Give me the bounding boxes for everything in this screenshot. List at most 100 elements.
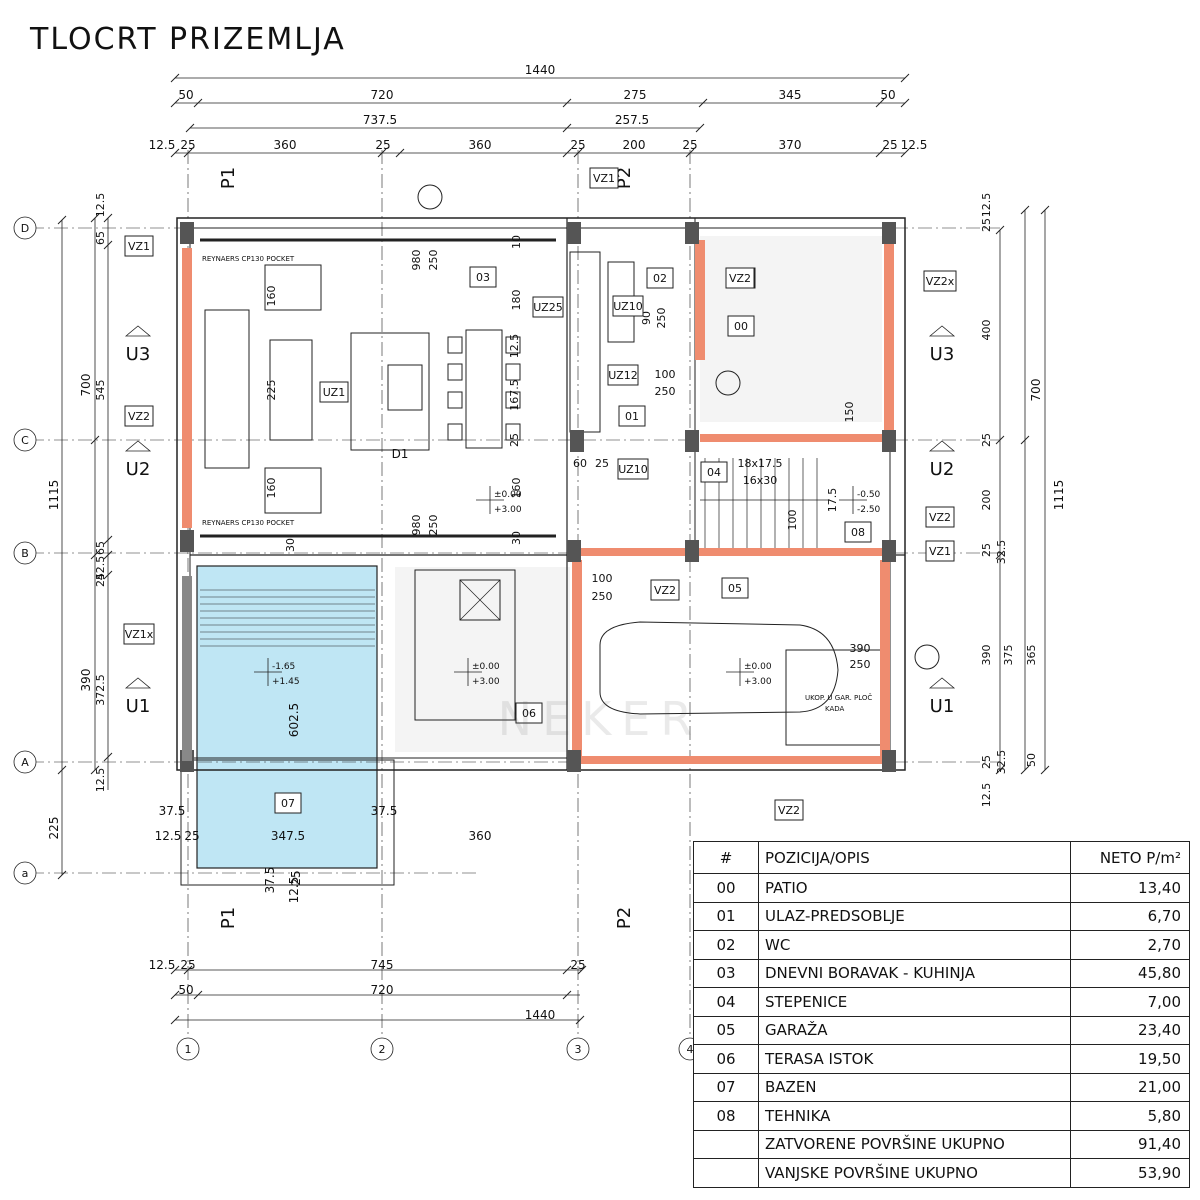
window-tag: VZ2 [654, 584, 676, 597]
dining-chair [447, 391, 463, 409]
room-tag: 02 [653, 272, 667, 285]
plan-label: 720 [371, 88, 394, 102]
armchair-top [264, 264, 322, 311]
plan-label: 25 [980, 433, 993, 447]
room-tag-box [515, 702, 543, 724]
car-outline [599, 621, 839, 715]
column [567, 750, 581, 772]
window-tag-box [123, 623, 155, 645]
row-net-area: 5,80 [1070, 1101, 1190, 1131]
dimension-tick [577, 965, 587, 975]
wardrobe [569, 251, 601, 433]
dimension-tick [685, 148, 695, 158]
grid-bubble [370, 1037, 394, 1061]
plan-label: 347.5 [271, 829, 305, 843]
section-marker: U2 [126, 459, 151, 480]
window-tag-box [532, 296, 564, 318]
plan-label: 737.5 [363, 113, 397, 127]
plan-label: 50 [1025, 753, 1038, 767]
plan-label: 250 [427, 515, 440, 536]
pool-edge [196, 565, 378, 869]
plan-label: 60 [573, 457, 587, 470]
wall-segment [700, 434, 890, 442]
row-net-area: 19,50 [1070, 1044, 1190, 1074]
window-tag: VZ1 [593, 172, 615, 185]
row-description: TEHNIKA [758, 1101, 1071, 1131]
room-tag: 05 [728, 582, 742, 595]
plan-label: 32.5 [995, 750, 1008, 775]
dimension-tick [1040, 765, 1050, 775]
room-tag: 00 [734, 320, 748, 333]
walls-layer [180, 222, 896, 772]
plan-label: 257.5 [615, 113, 649, 127]
section-marker: P1 [218, 167, 239, 189]
plan-label: 365 [1025, 645, 1038, 666]
plan-label: 18x17.5 [738, 457, 783, 470]
level-value: -1.65 [272, 662, 295, 672]
column [882, 750, 896, 772]
pocket-door-label: REYNAERS CP130 POCKET [202, 255, 295, 263]
section-arrow [928, 440, 956, 452]
row-description: TERASA ISTOK [758, 1044, 1071, 1074]
window-tag-box [925, 506, 955, 528]
plan-label: 25 [375, 138, 390, 152]
column [180, 222, 194, 244]
dimension-tick [573, 148, 583, 158]
grid-row-label: D [21, 222, 29, 235]
pool-water [197, 566, 377, 868]
fills-layer [197, 236, 882, 868]
plan-label: 225 [265, 380, 278, 401]
plan-label: 37.5 [371, 804, 398, 818]
row-number: 04 [693, 987, 759, 1017]
cooktop [387, 364, 423, 411]
window-tag-box [124, 405, 154, 427]
grid-bubble [13, 216, 37, 240]
wall-segment [580, 756, 890, 764]
dimension-tick [103, 570, 113, 580]
column [882, 222, 896, 244]
level-value: -2.50 [857, 505, 881, 515]
section-arrow [928, 325, 956, 337]
room-tag-box [646, 267, 674, 289]
section-marker: U3 [126, 344, 151, 365]
dimension-tick [103, 535, 113, 545]
grid-row-label: a [22, 867, 29, 880]
section-arrow [124, 440, 152, 452]
drain-symbol [914, 644, 940, 670]
dimension-tick [395, 148, 405, 158]
plan-label: 25 [980, 543, 993, 557]
plan-label: 12.5 [94, 768, 107, 793]
grid-bubble [13, 541, 37, 565]
dimension-tick [103, 752, 113, 762]
row-number: 02 [693, 930, 759, 960]
level-value: ±0.00 [472, 662, 500, 672]
window-tag-box [319, 381, 349, 403]
plan-label: 42.5 [94, 556, 107, 581]
dimension-tick [90, 765, 100, 775]
plan-label: 150 [843, 402, 856, 423]
plan-label: 200 [980, 490, 993, 511]
plan-label: 602.5 [287, 703, 301, 737]
dimension-tick [193, 98, 203, 108]
section-marker: U3 [930, 344, 955, 365]
row-number: 01 [693, 901, 759, 931]
dimension-tick [170, 965, 180, 975]
dimension-tick [90, 213, 100, 223]
plan-label: 225 [47, 817, 61, 840]
dimension-tick [183, 965, 193, 975]
grid-bubble [13, 428, 37, 452]
plan-label: 30 [284, 538, 297, 552]
dimension-tick [562, 148, 572, 158]
plan-label: 375 [1002, 645, 1015, 666]
building-outline [176, 217, 906, 771]
plan-label: 25 [180, 138, 195, 152]
dimension-tick [562, 990, 572, 1000]
window-tag: UZ10 [618, 463, 647, 476]
room-tag-box [469, 266, 497, 288]
pocket-door-label: REYNAERS CP130 POCKET [202, 519, 295, 527]
window-tag: VZ1x [125, 628, 154, 641]
plan-label: 25 [570, 958, 585, 972]
column [882, 430, 896, 452]
